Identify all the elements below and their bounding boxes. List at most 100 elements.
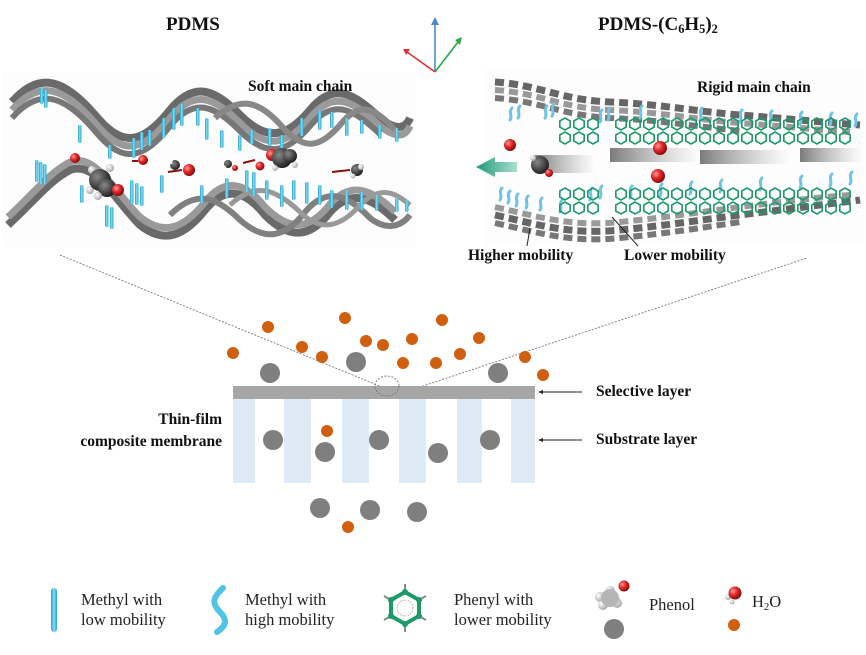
substrate-column — [284, 399, 311, 483]
legend-phenol: Phenol — [649, 595, 695, 614]
phenyl-ring — [740, 201, 754, 215]
legend-line: high mobility — [245, 610, 335, 629]
phenyl-ring — [740, 131, 754, 145]
pdms-c6h5-title: PDMS-(C6H5)2 — [598, 14, 718, 36]
phenyl-ring — [810, 131, 824, 145]
methyl-stick — [172, 108, 176, 130]
pdms-title: PDMS — [166, 14, 220, 35]
legend-h: H — [752, 592, 764, 611]
phenol-particle — [263, 430, 283, 450]
phenyl-ring — [740, 117, 754, 131]
title-part: ) — [705, 14, 712, 35]
methyl-stick — [39, 162, 43, 184]
phenol-particle — [315, 442, 335, 462]
phenyl-ring — [656, 201, 670, 215]
methyl-stick — [105, 205, 109, 227]
phenyl-ring — [838, 131, 852, 145]
phenyl-ring — [698, 201, 712, 215]
substrate-layer-label: Substrate layer — [596, 431, 698, 448]
axis-triad — [403, 17, 462, 73]
legend-line: lower mobility — [454, 610, 552, 629]
methyl-high-mobility-icon — [211, 585, 228, 635]
phenyl-icon — [383, 584, 427, 632]
methyl-stick — [375, 195, 379, 211]
methyl-squiggle — [538, 196, 544, 212]
soft-main-chain-caption: Soft main chain — [248, 78, 353, 95]
methyl-squiggle — [598, 184, 604, 200]
phenyl-ring — [558, 117, 572, 131]
methyl-squiggle — [853, 112, 859, 128]
membrane-label: Thin-film composite membrane — [46, 409, 222, 453]
phenyl-ring — [810, 187, 824, 201]
methyl-squiggle — [798, 174, 804, 190]
phenol-particle — [407, 502, 427, 522]
water-particle — [339, 312, 351, 324]
phenyl-ring — [726, 117, 740, 131]
phenyl-ring — [572, 131, 586, 145]
methyl-stick — [200, 185, 204, 203]
substrate-column — [233, 399, 255, 483]
methyl-stick — [162, 118, 166, 138]
pdms-soft-chain-render — [2, 72, 416, 247]
phenyl-ring — [628, 131, 642, 145]
phenyl-ring — [796, 131, 810, 145]
phenyl-ring — [558, 131, 572, 145]
phenyl-ring — [698, 187, 712, 201]
phenyl-ring — [642, 131, 656, 145]
methyl-stick — [318, 110, 322, 130]
water-dot-icon — [728, 619, 740, 631]
methyl-stick — [196, 108, 200, 126]
phenyl-ring — [768, 187, 782, 201]
methyl-stick — [140, 132, 144, 150]
methyl-stick — [330, 112, 334, 128]
methyl-stick — [205, 118, 209, 140]
phenyl-ring — [712, 187, 726, 201]
methyl-stick — [80, 185, 84, 203]
methyl-stick — [250, 130, 254, 144]
phenyl-ring — [572, 187, 586, 201]
water-particle — [342, 521, 354, 533]
phenyl-ring — [684, 187, 698, 201]
phenol-particle — [310, 498, 330, 518]
methyl-stick — [225, 178, 229, 198]
phenol-particle — [428, 443, 448, 463]
particles — [227, 312, 549, 533]
methyl-stick — [395, 128, 399, 142]
phenyl-ring — [698, 131, 712, 145]
methyl-squiggle — [828, 172, 834, 188]
methyl-stick — [292, 180, 296, 200]
phenol-particle — [369, 430, 389, 450]
methyl-stick — [330, 190, 334, 208]
substrate-column — [511, 399, 535, 483]
methyl-stick — [245, 170, 249, 192]
phenyl-ring — [796, 117, 810, 131]
methyl-stick — [238, 135, 242, 151]
methyl-stick — [300, 118, 304, 136]
lower-mobility-label: Lower mobility — [624, 247, 726, 264]
phenol-particle — [488, 363, 508, 383]
phenyl-ring — [726, 187, 740, 201]
substrate-column — [457, 399, 482, 483]
methyl-squiggle — [598, 108, 604, 124]
phenol-3d-icon — [595, 580, 630, 610]
higher-mobility-pointer — [526, 227, 531, 247]
phenyl-ring — [754, 117, 768, 131]
water-particle — [227, 347, 239, 359]
methyl-low-mobility-icon — [51, 588, 57, 632]
phenyl-ring — [838, 187, 852, 201]
methyl-stick — [35, 160, 39, 182]
methyl-squiggle — [638, 104, 644, 120]
thin-film-composite-membrane — [233, 375, 582, 483]
phenyl-ring — [768, 117, 782, 131]
methyl-stick — [180, 104, 184, 126]
methyl-stick — [345, 118, 349, 136]
water-particle — [296, 341, 308, 353]
phenyl-ring — [810, 117, 824, 131]
phenyl-ring — [782, 201, 796, 215]
phenyl-ring — [614, 187, 628, 201]
methyl-stick — [360, 120, 364, 134]
phenyl-ring — [670, 201, 684, 215]
methyl-squiggle — [506, 189, 512, 205]
higher-mobility-label: Higher mobility — [468, 247, 574, 264]
phenol-particle — [360, 500, 380, 520]
